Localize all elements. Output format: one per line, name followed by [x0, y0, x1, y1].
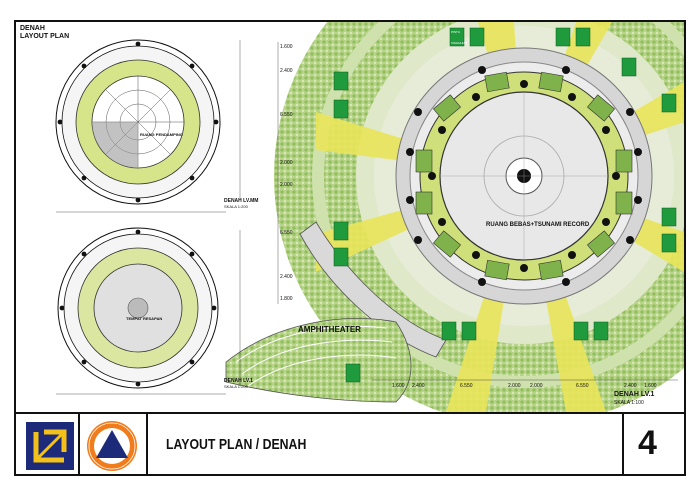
- lower-plan-label: DENAH LV.1: [224, 378, 253, 384]
- dim-left-8: 1.800: [280, 296, 293, 302]
- sheet-title: DENAH LAYOUT PLAN: [20, 25, 69, 41]
- exit-label: PINTU: [451, 30, 460, 34]
- amphitheater-label: AMPHITHEATER: [298, 325, 361, 334]
- columns: [406, 66, 642, 286]
- divider-3: [622, 414, 624, 474]
- dim-left-4: 2.000: [280, 160, 293, 166]
- dim-left-1: 1.600: [280, 44, 293, 50]
- exit-sub-label: TANGGA EXIT: [451, 42, 468, 45]
- dim-left-2: 2.400: [280, 68, 293, 74]
- ministry-logo: [26, 422, 74, 470]
- upper-small-plan: [55, 39, 241, 213]
- dim-left-6: 6.550: [280, 230, 293, 236]
- dim-bottom-2: 2.400: [412, 383, 425, 389]
- block-title: LAYOUT PLAN / DENAH: [166, 436, 307, 453]
- amphitheater-seating: [225, 318, 412, 403]
- drawing-sheet: DENAH LAYOUT PLAN: [14, 20, 686, 476]
- dim-bottom-3: 6.550: [460, 383, 473, 389]
- lower-plan-scale: SKALA 1:200: [224, 384, 248, 389]
- main-plan-scale: SKALA 1:100: [614, 400, 644, 406]
- room-label: RUANG BEBAS+TSUNAMI RECORD: [486, 222, 590, 228]
- divider-1: [78, 414, 80, 474]
- sheet-title-line1: DENAH: [20, 25, 45, 32]
- dim-left-3: 6.550: [280, 112, 293, 118]
- stair-blocks: [415, 71, 633, 281]
- lower-center-note: TEMPAT RESAPAN: [126, 316, 163, 321]
- main-plan: [225, 22, 684, 412]
- dim-bottom-6: 6.550: [576, 383, 589, 389]
- plan-drawing: [55, 22, 684, 412]
- upper-plan-scale: SKALA 1:200: [224, 204, 248, 209]
- upper-center-note: RUANG PENDAMPING: [140, 132, 183, 137]
- upper-plan-label: DENAH LV.MM: [224, 198, 259, 204]
- dim-bottom-8: 1.600: [644, 383, 657, 389]
- main-plan-label: DENAH LV.1: [614, 391, 655, 398]
- lower-small-plan: [56, 227, 241, 395]
- sheet-number: 4: [638, 424, 657, 462]
- dim-bottom-5: 2.000: [530, 383, 543, 389]
- dim-bottom-1: 1.600: [392, 383, 405, 389]
- title-block: LAYOUT PLAN / DENAH 4: [16, 412, 684, 474]
- exit-signs: [333, 27, 677, 383]
- dim-left-7: 2.400: [280, 274, 293, 280]
- divider-2: [146, 414, 148, 474]
- main-dimension-lines: [277, 42, 678, 381]
- dim-bottom-4: 2.000: [508, 383, 521, 389]
- bnpb-logo: [86, 420, 138, 472]
- sheet-title-line2: LAYOUT PLAN: [20, 33, 70, 40]
- bnpb-emblem-icon: [87, 421, 137, 471]
- pu-logo-icon: [26, 422, 74, 470]
- dim-left-5: 2.000: [280, 182, 293, 188]
- dim-bottom-7: 2.400: [624, 383, 637, 389]
